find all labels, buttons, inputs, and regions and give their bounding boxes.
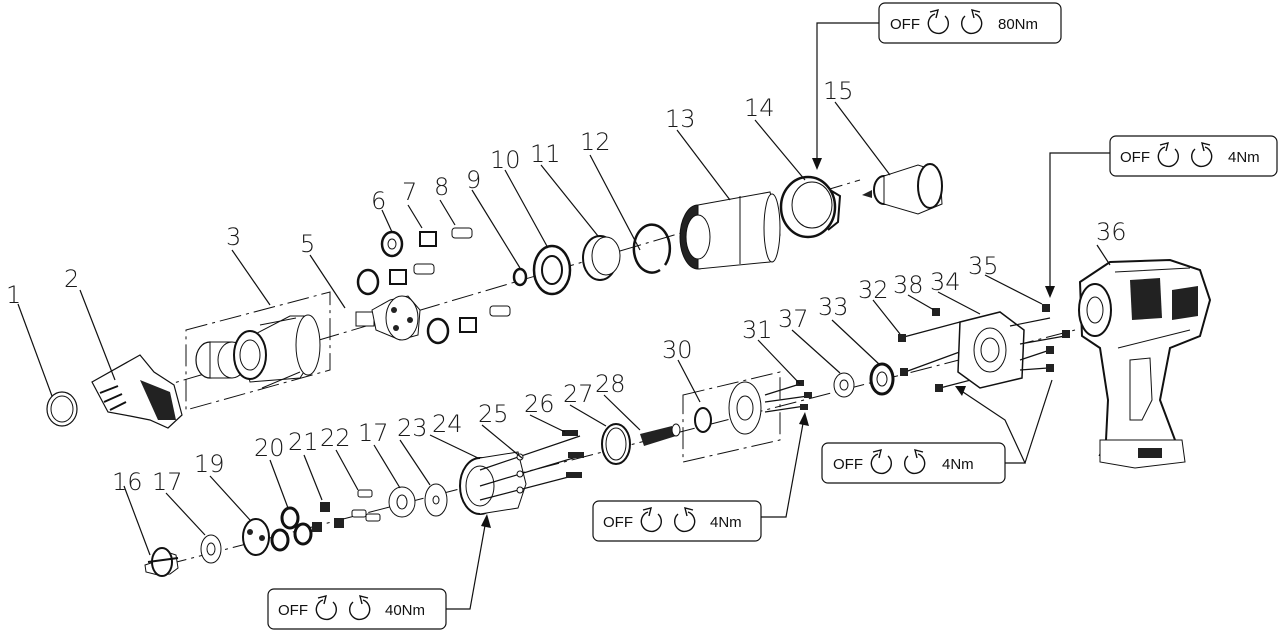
label-part-9: 9 [466, 166, 481, 194]
part-21-needle-bearing [312, 502, 344, 532]
label-part-2: 2 [64, 265, 79, 293]
part-36-tool-housing [1078, 258, 1212, 469]
label-part-7: 7 [402, 178, 417, 206]
torque-value: 4Nm [710, 514, 742, 531]
label-part-27: 27 [563, 380, 594, 408]
rotate-ccw-icon [927, 9, 949, 35]
torque-value: 4Nm [942, 456, 974, 473]
label-part-10: 10 [490, 146, 521, 174]
part-16-anvil [144, 547, 179, 577]
part-12-circlip [632, 223, 672, 274]
label-part-25: 25 [478, 400, 509, 428]
label-part-6: 6 [371, 187, 386, 215]
part-24-ring-gear [459, 451, 527, 515]
rotate-ccw-icon [640, 507, 662, 533]
torque-off-label: OFF [603, 514, 633, 531]
torque-value: 4Nm [1228, 149, 1260, 166]
label-part-31: 31 [742, 316, 773, 344]
label-part-14: 14 [744, 94, 775, 122]
group-box-30 [682, 371, 781, 463]
label-part-21: 21 [288, 428, 319, 456]
label-part-38: 38 [893, 271, 924, 299]
part-22-pin [351, 489, 381, 522]
label-part-3: 3 [226, 223, 241, 251]
part-1-retaining-ring [46, 391, 78, 427]
label-part-36: 36 [1096, 218, 1127, 246]
label-part-28: 28 [595, 370, 626, 398]
torque-off-label: OFF [890, 16, 920, 33]
part-10-ball-bearing [532, 244, 572, 296]
torque-callout-80nm: OFF 80Nm [812, 2, 1062, 170]
part-30-cover-plate [694, 381, 762, 435]
label-part-33: 33 [818, 293, 849, 321]
label-part-17b: 17 [358, 419, 389, 447]
part-9-bearing [512, 267, 528, 287]
label-part-1: 1 [6, 281, 21, 309]
label-part-11: 11 [530, 140, 561, 168]
part-3-hammer-case [195, 314, 321, 389]
torque-callout-4nm-right: OFF 4Nm [821, 379, 1053, 484]
part-2-lever [91, 354, 183, 429]
part-13-gear-housing [679, 191, 781, 270]
label-part-22: 22 [320, 424, 351, 452]
label-part-8: 8 [434, 173, 449, 201]
label-part-15: 15 [823, 77, 854, 105]
rotate-cw-icon [1191, 142, 1213, 168]
rotate-cw-icon [349, 595, 371, 621]
part-31-screws [764, 380, 812, 413]
torque-callout-4nm-top: OFF 4Nm [1045, 135, 1278, 298]
part-20-planet-gear [270, 506, 313, 552]
part-15-motor [862, 163, 943, 215]
torque-callout-4nm-center: OFF 4Nm [592, 412, 809, 542]
part-7-needle-bearing [389, 231, 477, 333]
group-box-3 [185, 291, 331, 411]
part-11-ring [582, 235, 621, 281]
part-19-carrier [242, 518, 270, 556]
torque-callout-40nm: OFF 40Nm [267, 514, 491, 630]
label-part-12: 12 [580, 128, 611, 156]
label-part-5: 5 [300, 230, 315, 258]
label-part-20: 20 [254, 434, 285, 462]
label-part-19: 19 [194, 450, 225, 478]
rotate-cw-icon [961, 9, 983, 35]
torque-off-label: OFF [833, 456, 863, 473]
part-34-end-bracket [957, 311, 1025, 389]
part-14-front-ring [779, 175, 842, 239]
leader-lines [17, 101, 1111, 556]
part-number-labels: 1 2 3 5 6 7 8 9 10 11 12 13 14 15 16 17 … [6, 77, 1127, 496]
torque-value: 80Nm [998, 16, 1038, 33]
part-27-gasket [601, 423, 631, 465]
label-part-23: 23 [397, 414, 428, 442]
label-part-13: 13 [665, 105, 696, 133]
label-part-16: 16 [112, 468, 143, 496]
torque-value: 40Nm [385, 602, 425, 619]
torque-off-label: OFF [1120, 149, 1150, 166]
part-5-planet-carrier [355, 295, 421, 341]
part-23-plate [424, 483, 448, 517]
rotate-cw-icon [904, 449, 926, 475]
label-part-37: 37 [778, 305, 809, 333]
part-33-bearing [869, 362, 895, 396]
rotate-ccw-icon [315, 595, 337, 621]
label-part-24: 24 [432, 410, 463, 438]
rotate-cw-icon [674, 507, 696, 533]
part-35-screws [1009, 304, 1070, 372]
part-25-26-screws [479, 430, 584, 501]
rotate-ccw-icon [1157, 142, 1179, 168]
label-part-35: 35 [968, 252, 999, 280]
label-part-26: 26 [524, 390, 555, 418]
torque-off-label: OFF [278, 602, 308, 619]
part-37-washer [833, 372, 855, 398]
part-8-pin [413, 227, 511, 317]
label-part-32: 32 [858, 276, 889, 304]
rotate-ccw-icon [870, 449, 892, 475]
part-28-shaft [640, 423, 681, 446]
part-6-planet-gear [356, 230, 450, 345]
label-part-30: 30 [662, 336, 693, 364]
part-17-washer [200, 486, 416, 564]
label-part-34: 34 [930, 268, 961, 296]
label-part-17: 17 [152, 468, 183, 496]
